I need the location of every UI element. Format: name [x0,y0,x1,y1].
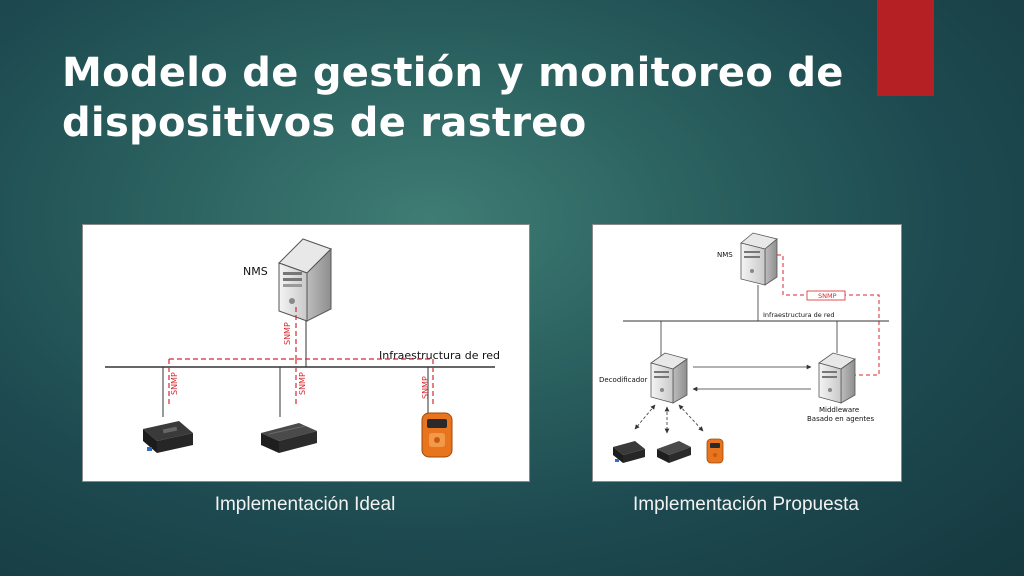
snmp-path [168,307,434,405]
caption-ideal: Implementación Ideal [214,494,396,515]
title-line-1: Modelo de gestión y monitoreo de [62,50,844,96]
decoder-server-icon [650,352,688,404]
network-label: Infraestructura de red [763,311,835,319]
snmp-label-nms: SNMP [283,322,292,345]
gps-tracker-box-icon [261,423,317,453]
propuesta-diagram: NMS SNMP Infraestructura de red Decodifi… [592,224,902,482]
snmp-label-device-3: SNMP [421,376,430,399]
gps-tracker-black-icon [613,441,645,463]
nms-label: NMS [717,251,733,259]
device-links [634,404,704,434]
gps-tracker-box-icon [657,441,691,463]
middleware-label-1: Middleware [819,406,859,414]
caption-propuesta: Implementación Propuesta [632,494,859,515]
gps-tracker-orange-icon [421,412,453,458]
middleware-label-2: Basado en agentes [807,415,874,423]
middleware-server-icon [818,352,856,404]
network-label: Infraestructura de red [379,349,500,362]
gps-tracker-orange-icon [706,438,724,464]
accent-bar [877,0,934,96]
decoder-label: Decodificador [599,376,647,384]
ideal-diagram: NMS Infraestructura de red SNMP SNMP SNM… [82,224,530,482]
snmp-label-device-1: SNMP [170,372,179,395]
title-line-2: dispositivos de rastreo [62,100,587,146]
nms-server-icon [278,238,332,322]
slide-title: Modelo de gestión y monitoreo de disposi… [62,48,862,148]
snmp-label: SNMP [818,292,837,300]
gps-tracker-black-icon [143,421,193,453]
nms-server-icon [740,232,778,286]
nms-label: NMS [243,265,268,278]
snmp-label-device-2: SNMP [298,372,307,395]
